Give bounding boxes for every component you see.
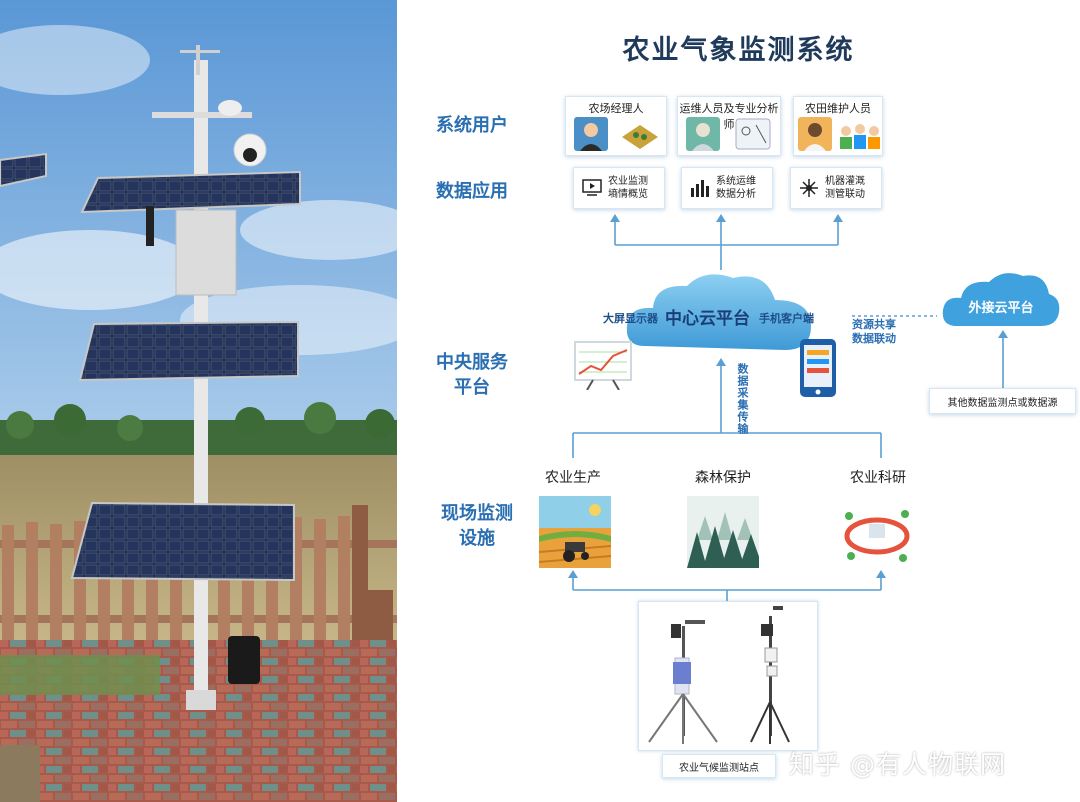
arrow-heads	[568, 214, 1008, 578]
monitor-icon	[582, 179, 602, 196]
photo-illustration	[0, 0, 397, 802]
user-role-card: 运维人员及专业分析师	[677, 96, 781, 156]
dashboard-icon	[574, 341, 632, 390]
data-app-card: 农业监测 墒情概览	[573, 167, 665, 209]
other-sources-box: 其他数据监测点或数据源	[929, 388, 1076, 414]
cloud-label-left: 大屏显示器	[603, 312, 658, 325]
section-central-line1: 中央服务	[436, 352, 508, 373]
diagram-title: 农业气象监测系统	[622, 35, 855, 66]
site-label-research: 农业科研	[850, 470, 906, 486]
research-image	[841, 496, 913, 568]
bar-chart-icon	[691, 180, 709, 197]
data-app-card: 系统运维 数据分析	[681, 167, 773, 209]
forest-image	[687, 496, 759, 568]
data-app-text: 农业监测 墒情概览	[608, 176, 648, 200]
section-field-line2: 设施	[459, 528, 495, 549]
user-role-card: 农田维护人员	[793, 96, 883, 156]
weather-station-icon	[648, 606, 790, 744]
user-role-label: 农田维护人员	[805, 102, 871, 115]
station-label-box: 农业气候监测站点	[662, 754, 776, 778]
field-worker-icon	[798, 117, 880, 151]
data-collection-label: 数据采集传输	[736, 363, 749, 435]
data-app-text: 机器灌溉 测管联动	[825, 176, 865, 200]
station-box	[638, 601, 818, 751]
data-app-text: 系统运维 数据分析	[716, 176, 756, 200]
watermark: 知乎 @有人物联网	[789, 750, 1006, 779]
site-label-forest: 森林保护	[695, 470, 751, 486]
connector-lines	[568, 214, 1008, 603]
system-diagram: 农业气象监测系统 系统用户 数据应用 中央服务 平台 现场监测 设施 农场经理人…	[397, 0, 1080, 802]
cloud-icon	[626, 274, 811, 350]
section-central-line2: 平台	[454, 377, 490, 398]
farm-manager-icon	[574, 117, 658, 151]
section-field: 现场监测 设施	[427, 501, 527, 551]
phone-icon	[800, 339, 836, 397]
weather-station-photo	[0, 0, 397, 802]
agriculture-image	[539, 496, 611, 568]
section-users: 系统用户	[436, 115, 508, 136]
section-field-line1: 现场监测	[441, 503, 513, 524]
user-role-card: 农场经理人	[565, 96, 667, 156]
external-cloud-label: 外接云平台	[968, 301, 1034, 316]
analyst-icon	[686, 117, 771, 151]
data-app-card: 机器灌溉 测管联动	[790, 167, 882, 209]
network-icon	[800, 179, 818, 197]
external-cloud-icon	[942, 273, 1060, 326]
station-label: 农业气候监测站点	[679, 763, 759, 774]
user-role-label: 农场经理人	[588, 102, 644, 115]
user-role-label: 运维人员及专业分析师	[679, 102, 779, 131]
section-apps: 数据应用	[436, 181, 508, 202]
cloud-label-right: 手机客户端	[759, 312, 814, 325]
site-label-agriculture: 农业生产	[545, 470, 601, 486]
cloud-label-center: 中心云平台	[665, 309, 750, 329]
section-central: 中央服务 平台	[427, 350, 517, 400]
other-sources-label: 其他数据监测点或数据源	[947, 398, 1058, 409]
resource-share-text: 资源共享 数据联动	[852, 318, 896, 345]
